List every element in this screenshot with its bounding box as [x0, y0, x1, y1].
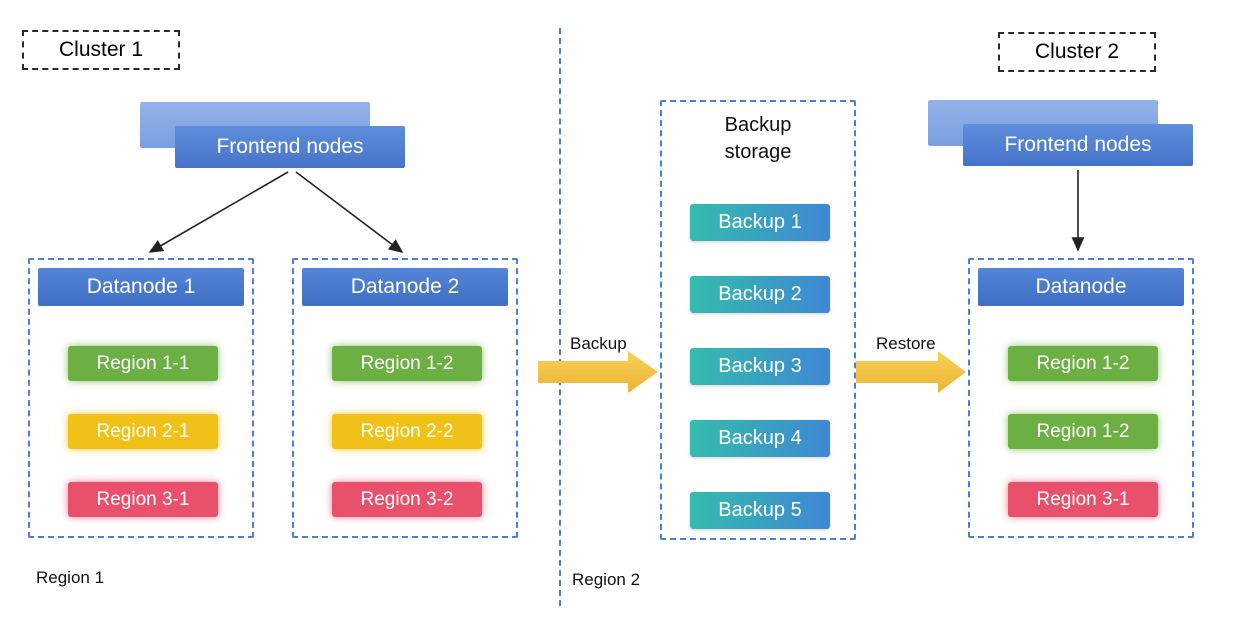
region-box: Region 3-2 — [332, 482, 482, 517]
backup-storage-title: Backup storage — [724, 114, 792, 163]
region2-footnote: Region 2 — [572, 570, 641, 589]
cluster2-label: Cluster 2 — [998, 32, 1156, 72]
backup-item: Backup 5 — [690, 492, 830, 529]
restore-flow-label: Restore — [876, 334, 936, 353]
region-box: Region 1-2 — [1008, 346, 1158, 381]
region-box: Region 2-1 — [68, 414, 218, 449]
region-box: Region 1-1 — [68, 346, 218, 381]
backup-storage-container: Backup storage Backup 1 Backup 2 Backup … — [660, 100, 856, 540]
datanode1-header: Datanode 1 — [38, 268, 244, 306]
frontend-nodes-box: Frontend nodes — [963, 124, 1193, 166]
restore-arrow — [856, 351, 966, 393]
backup-item: Backup 2 — [690, 276, 830, 313]
backup-flow-label: Backup — [570, 334, 627, 353]
region-box: Region 2-2 — [332, 414, 482, 449]
backup-item: Backup 3 — [690, 348, 830, 385]
datanode1-container: Datanode 1 Region 1-1 Region 2-1 Region … — [28, 258, 254, 538]
frontend-nodes-box: Frontend nodes — [175, 126, 405, 168]
datanode-container: Datanode Region 1-2 Region 1-2 Region 3-… — [968, 258, 1194, 538]
backup-item: Backup 1 — [690, 204, 830, 241]
backup-arrow — [538, 351, 658, 393]
region1-footnote: Region 1 — [36, 568, 105, 587]
region-box: Region 1-2 — [1008, 414, 1158, 449]
frontend-to-datanode1-arrow — [148, 171, 289, 253]
frontend-to-datanode2-arrow — [295, 171, 404, 253]
region-box: Region 1-2 — [332, 346, 482, 381]
cluster1-label: Cluster 1 — [22, 30, 180, 70]
datanode2-container: Datanode 2 Region 1-2 Region 2-2 Region … — [292, 258, 518, 538]
datanode-header: Datanode — [978, 268, 1184, 306]
datanode2-header: Datanode 2 — [302, 268, 508, 306]
region-box: Region 3-1 — [68, 482, 218, 517]
region-box: Region 3-1 — [1008, 482, 1158, 517]
backup-item: Backup 4 — [690, 420, 830, 457]
region-divider-line — [559, 28, 561, 606]
